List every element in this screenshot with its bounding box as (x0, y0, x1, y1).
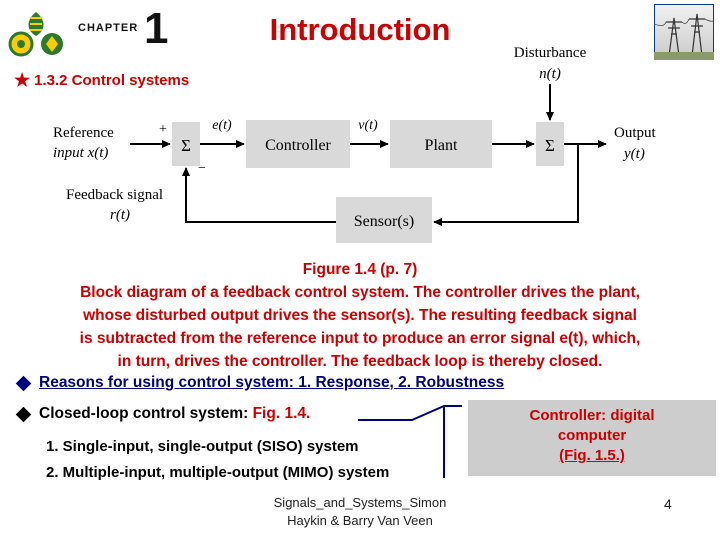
controller-callout: Controller: digital computer (Fig. 1.5.) (468, 400, 716, 476)
disturbance-symbol: n(t) (539, 66, 561, 82)
controller-block: Controller (246, 120, 350, 168)
plus-sign: + (159, 122, 167, 137)
slide-title: Introduction (269, 12, 451, 47)
diamond-bullet-icon (15, 406, 32, 422)
plant-label: Plant (425, 137, 458, 154)
controller-label: Controller (265, 137, 331, 154)
disturbance-label: Disturbance (514, 45, 587, 61)
caption-line: in turn, drives the controller. The feed… (117, 353, 603, 370)
caption-line: Block diagram of a feedback control syst… (80, 284, 640, 301)
callout-line: computer (557, 427, 627, 444)
power-lines-photo (654, 4, 714, 60)
footer-line: Signals_and_Systems_Simon (273, 495, 447, 510)
list-item: 1. Single-input, single-output (SISO) sy… (46, 438, 359, 455)
footer-credit: Signals_and_Systems_Simon Haykin & Barry… (240, 494, 480, 530)
minus-sign: − (198, 161, 206, 176)
summing-junction-1: Σ (172, 122, 200, 166)
closed-loop-prefix: Closed-loop control system: (39, 405, 253, 422)
system-type-list: 1. Single-input, single-output (SISO) sy… (46, 434, 389, 486)
callout-line: Controller: digital (529, 407, 655, 424)
feedback-signal-label: r(t) (110, 207, 130, 223)
reference-input-label: input x(t) (53, 145, 108, 161)
sum-symbol: Σ (545, 136, 555, 155)
bullet-reasons: Reasons for using control system: 1. Res… (15, 374, 505, 392)
output-label: Output (614, 125, 657, 141)
bullet-closed-loop: Closed-loop control system: Fig. 1.4. (15, 405, 310, 423)
caption-line: is subtracted from the reference input t… (79, 330, 641, 347)
chapter-number: 1 (144, 4, 169, 53)
sensor-block: Sensor(s) (336, 197, 432, 243)
bullet-closed-loop-text: Closed-loop control system: Fig. 1.4. (39, 405, 310, 423)
sensor-label: Sensor(s) (354, 213, 414, 230)
callout-line: (Fig. 1.5.) (559, 447, 625, 464)
caption-line: whose disturbed output drives the sensor… (83, 307, 637, 324)
reference-label: Reference (53, 125, 114, 141)
control-signal-label: v(t) (358, 118, 378, 133)
list-item: 2. Multiple-input, multiple-output (MIMO… (46, 464, 390, 481)
feedback-label: Feedback signal (66, 187, 163, 203)
closed-loop-fig-ref: Fig. 1.4. (252, 405, 311, 422)
sum-symbol: Σ (181, 136, 191, 155)
university-logo-icon (6, 6, 68, 62)
summing-junction-2: Σ (536, 122, 564, 166)
diamond-bullet-icon (15, 375, 32, 391)
figure-caption: Figure 1.4 (p. 7) Block diagram of a fee… (20, 258, 700, 373)
output-signal-label: y(t) (622, 146, 645, 162)
page-number: 4 (664, 496, 672, 512)
chapter-label: CHAPTER (78, 22, 139, 34)
star-icon: ★ (14, 70, 31, 90)
caption-line: Figure 1.4 (p. 7) (302, 261, 418, 278)
signal-lines (130, 84, 607, 226)
plant-block: Plant (390, 120, 492, 168)
error-signal-label: e(t) (212, 118, 232, 133)
footer-line: Haykin & Barry Van Veen (287, 513, 433, 528)
section-heading-text: 1.3.2 Control systems (34, 72, 190, 89)
section-heading: ★ 1.3.2 Control systems (14, 70, 189, 91)
feedback-block-diagram: Disturbance n(t) Reference input x(t) Σ … (53, 45, 657, 243)
bullet-reasons-text: Reasons for using control system: 1. Res… (39, 374, 505, 391)
